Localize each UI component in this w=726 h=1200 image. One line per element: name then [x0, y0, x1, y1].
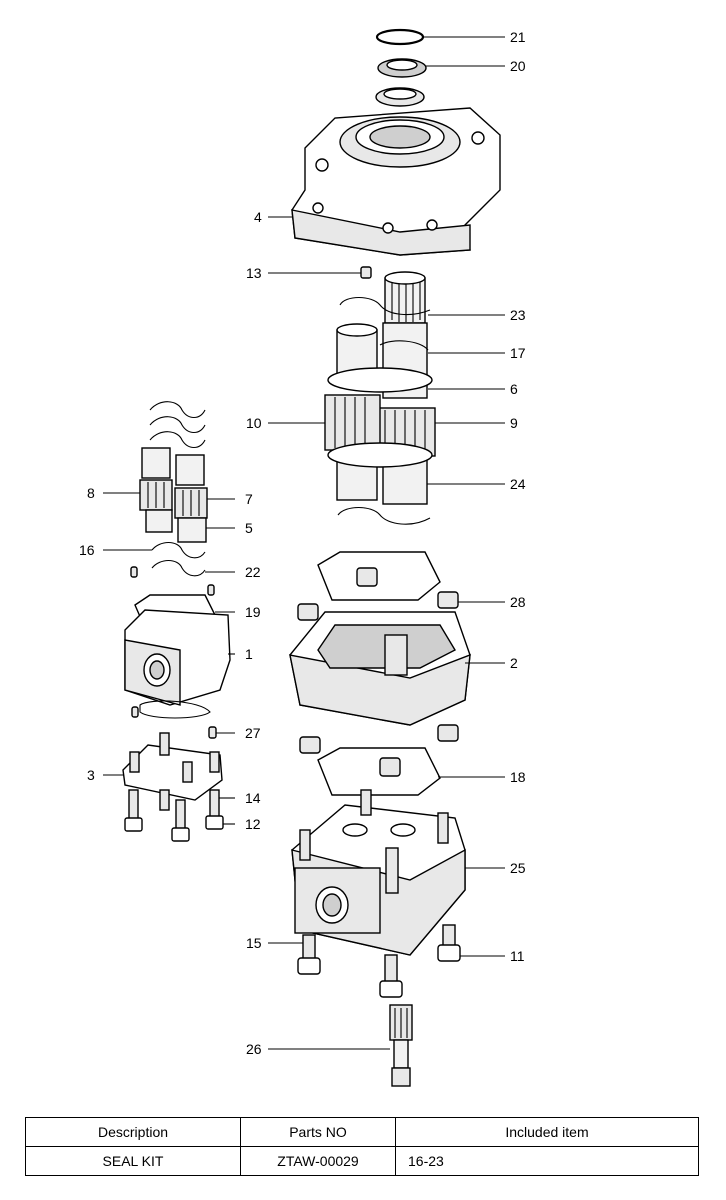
callout-8: 8: [87, 485, 95, 501]
callout-14: 14: [245, 790, 261, 806]
callout-9: 9: [510, 415, 518, 431]
callout-15: 15: [246, 935, 262, 951]
pin-27: [208, 726, 217, 739]
callout-17: 17: [510, 345, 526, 361]
callout-2: 2: [510, 655, 518, 671]
callout-23: 23: [510, 307, 526, 323]
backup-ring-23: [339, 296, 431, 316]
callout-21: 21: [510, 29, 526, 45]
callout-12: 12: [245, 816, 261, 832]
callout-labels: 21 20 4 13 23 17 6 10 9 24 8 7 5 16 22 2…: [79, 29, 526, 1057]
bolt-center: [379, 954, 403, 998]
cell-included-item: 16-23: [395, 1146, 699, 1176]
seal-kit-table: Description Parts NO Included item SEAL …: [25, 1117, 699, 1176]
callout-11: 11: [510, 948, 525, 964]
backup-ring-16: [151, 541, 206, 559]
leader-lines: [103, 36, 505, 1050]
callout-22: 22: [245, 564, 261, 580]
callout-13: 13: [246, 265, 262, 281]
bushing-28a: [297, 603, 319, 621]
callout-27: 27: [245, 725, 261, 741]
small-cover-3: [122, 732, 223, 801]
rear-cover-25: [291, 789, 466, 956]
small-gasket: [139, 700, 211, 719]
dowel-pin-13: [360, 266, 372, 279]
header-included-item: Included item: [395, 1117, 699, 1147]
callout-24: 24: [510, 476, 526, 492]
callout-20: 20: [510, 58, 526, 74]
bushing-lower-b: [437, 724, 459, 742]
table-row: SEAL KIT ZTAW-00029 16-23: [25, 1146, 699, 1176]
cell-parts-no: ZTAW-00029: [240, 1146, 396, 1176]
small-body-1: [124, 609, 231, 706]
dowel-upper: [356, 567, 378, 587]
callout-18: 18: [510, 769, 526, 785]
callout-7: 7: [245, 491, 253, 507]
header-description: Description: [25, 1117, 241, 1147]
callout-26: 26: [246, 1041, 262, 1057]
dowel-lower: [379, 757, 401, 777]
callout-1: 1: [245, 646, 253, 662]
side-plates-6: [327, 367, 433, 468]
gear-housing-2: [289, 611, 471, 726]
bolt-15: [297, 934, 321, 975]
small-bolts-12-14: [124, 789, 224, 842]
callout-25: 25: [510, 860, 526, 876]
backup-ring-22: [151, 559, 206, 577]
bolt-11: [437, 924, 461, 962]
snap-ring-21: [375, 28, 425, 46]
callout-28: 28: [510, 594, 526, 610]
bearing-top: [375, 87, 425, 107]
callout-10: 10: [246, 415, 262, 431]
callout-4: 4: [254, 209, 262, 225]
small-pin-b: [207, 584, 215, 596]
header-parts-no: Parts NO: [240, 1117, 396, 1147]
small-gear-set-5-7-8: [139, 447, 208, 543]
callout-6: 6: [510, 381, 518, 397]
table-header-row: Description Parts NO Included item: [25, 1117, 699, 1147]
coupling-shaft-26: [389, 1004, 413, 1087]
callout-3: 3: [87, 767, 95, 783]
backup-ring-24: [337, 506, 431, 525]
small-backup-rings: [149, 401, 206, 449]
driven-gear-10: [324, 323, 381, 501]
front-cover-4: [291, 107, 501, 256]
small-pin-c: [131, 706, 139, 718]
cell-description: SEAL KIT: [25, 1146, 241, 1176]
oil-seal-20: [377, 58, 427, 78]
exploded-parts-diagram: 21 20 4 13 23 17 6 10 9 24 8 7 5 16 22 2…: [79, 28, 526, 1087]
callout-5: 5: [245, 520, 253, 536]
small-pin-a: [130, 566, 138, 578]
gasket-18: [317, 747, 441, 796]
gasket-upper: [317, 551, 441, 601]
callout-16: 16: [79, 542, 95, 558]
bushing-28b: [437, 591, 459, 609]
bushing-lower-a: [299, 736, 321, 754]
backup-ring-17: [379, 340, 429, 351]
callout-19: 19: [245, 604, 261, 620]
